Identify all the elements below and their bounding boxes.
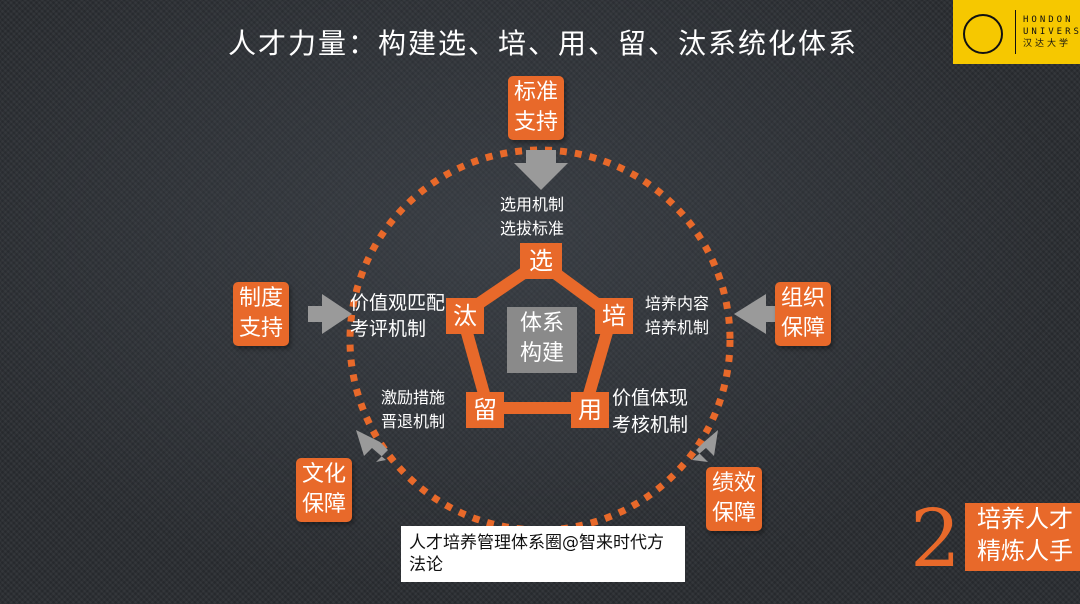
label-train-line-1: 培养内容 (645, 294, 710, 313)
label-select-line-1: 选用机制 (500, 195, 565, 214)
logo-text: HONDON UNIVERSITY 汉达大学 (1023, 14, 1080, 50)
dashed-ring (346, 146, 734, 534)
logo-emblem-icon (963, 14, 1003, 54)
university-logo: HONDON UNIVERSITY 汉达大学 (953, 0, 1080, 64)
label-use-line-2: 考核机制 (612, 414, 689, 436)
label-select: 选用机制 选拔标准 (500, 193, 564, 241)
logo-divider (1015, 10, 1016, 54)
label-retain-line-1: 激励措施 (381, 388, 446, 407)
node-eliminate: 汰 (446, 298, 484, 334)
center-line-2: 构建 (519, 341, 564, 366)
label-eliminate: 价值观匹配 考评机制 (350, 290, 445, 342)
support-box-standard-line-2: 支持 (514, 110, 559, 135)
support-box-system-line-2: 支持 (239, 316, 284, 341)
section-banner-line-1: 培养人才 (977, 505, 1073, 533)
page-title: 人才力量：构建选、培、用、留、汰系统化体系 (228, 27, 859, 60)
arrow-bottom-left-icon (356, 430, 388, 462)
section-number: 2 (910, 492, 961, 585)
support-box-organization-line-2: 保障 (781, 316, 826, 341)
label-eliminate-line-2: 考评机制 (350, 318, 427, 340)
support-box-performance-line-1: 绩效 (712, 471, 757, 496)
arrow-bottom-right-icon (692, 430, 718, 462)
label-select-line-2: 选拔标准 (500, 219, 565, 238)
section-banner: 培养人才 精炼人手 (965, 503, 1080, 571)
support-box-standard-line-1: 标准 (514, 80, 559, 105)
arrow-top-icon (514, 150, 568, 190)
watermark-caption: 人才培养管理体系圈@智来时代方 法论 (401, 526, 685, 582)
center-line-1: 体系 (519, 311, 564, 336)
support-box-performance: 绩效 保障 (706, 467, 763, 531)
support-box-culture-line-2: 保障 (302, 492, 347, 517)
support-box-system: 制度 支持 (233, 282, 290, 346)
label-eliminate-line-1: 价值观匹配 (350, 292, 446, 314)
node-select: 选 (520, 243, 562, 279)
support-box-performance-line-2: 保障 (712, 501, 757, 526)
support-box-culture: 文化 保障 (296, 458, 353, 522)
logo-line-1: HONDON (1023, 15, 1074, 25)
label-train: 培养内容 培养机制 (645, 292, 709, 340)
arrow-right-icon (734, 294, 778, 334)
section-banner-line-2: 精炼人手 (977, 537, 1073, 565)
node-retain: 留 (466, 392, 504, 428)
support-box-organization-line-1: 组织 (781, 286, 826, 311)
label-use-line-1: 价值体现 (612, 387, 689, 409)
arrow-left-icon (308, 294, 352, 334)
node-use: 用 (571, 392, 609, 428)
node-train: 培 (595, 298, 633, 334)
support-box-culture-line-1: 文化 (302, 462, 347, 487)
logo-line-2: UNIVERSITY (1023, 27, 1080, 37)
logo-line-3: 汉达大学 (1023, 39, 1072, 49)
label-retain: 激励措施 晋退机制 (381, 386, 445, 434)
label-train-line-2: 培养机制 (645, 318, 710, 337)
support-box-organization: 组织 保障 (775, 282, 832, 346)
center-system-build: 体系 构建 (507, 307, 577, 373)
label-retain-line-2: 晋退机制 (381, 412, 446, 431)
support-box-system-line-1: 制度 (239, 286, 284, 311)
label-use: 价值体现 考核机制 (612, 385, 688, 439)
watermark-line-2: 法论 (409, 555, 443, 575)
support-box-standard: 标准 支持 (508, 76, 565, 140)
watermark-line-1: 人才培养管理体系圈@智来时代方 (409, 533, 664, 553)
